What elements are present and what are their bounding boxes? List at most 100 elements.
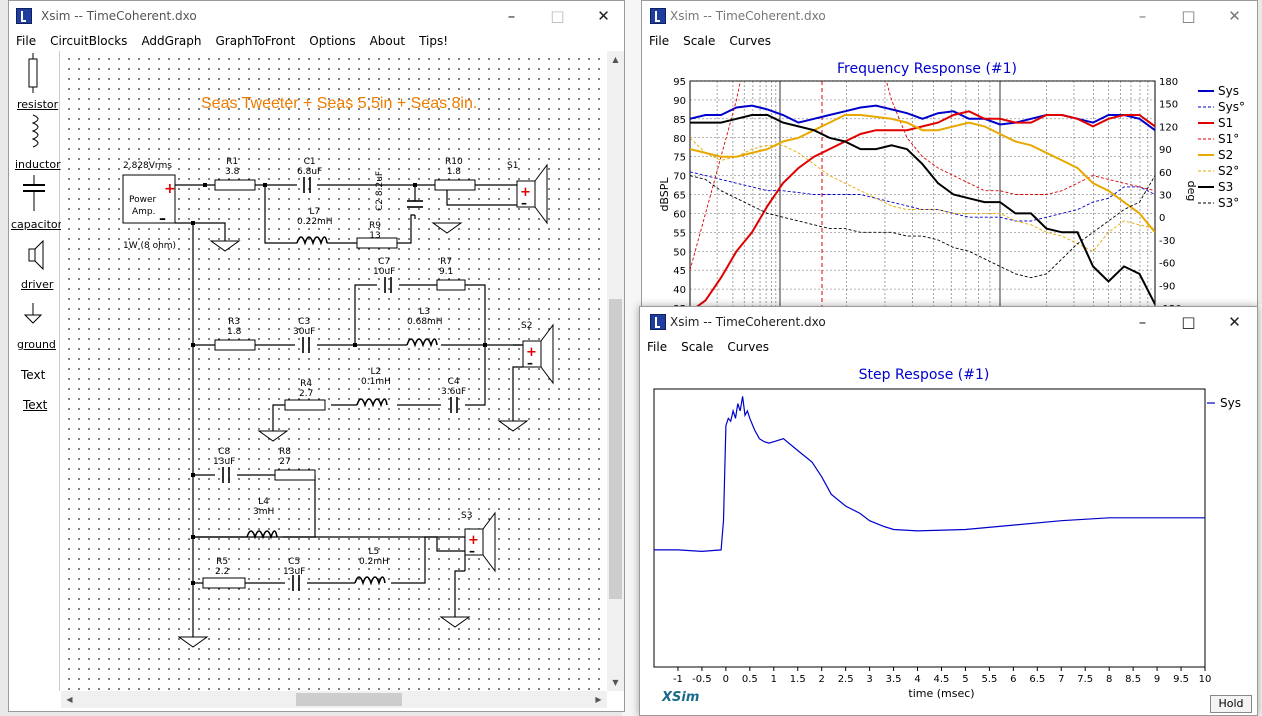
maximize-button[interactable]: □ bbox=[1181, 7, 1196, 25]
close-button[interactable]: ✕ bbox=[1228, 7, 1241, 25]
capacitors[interactable] bbox=[222, 177, 458, 591]
schematic-title[interactable]: Seas Tweeter + Seas 5.5in + Seas 8in. bbox=[201, 95, 478, 112]
step-menubar: File Scale Curves bbox=[640, 337, 1257, 357]
palette-inductor-label[interactable]: inductor bbox=[15, 158, 61, 171]
palette-text-label[interactable]: Text bbox=[23, 398, 48, 412]
c2-label[interactable]: C2 8.2uF bbox=[375, 170, 385, 211]
scroll-right-arrow[interactable]: ▶ bbox=[595, 695, 602, 704]
schematic-canvas[interactable]: Seas Tweeter + Seas 5.5in + Seas 8in. + … bbox=[61, 51, 607, 691]
step-window-titlebar[interactable]: Xsim -- TimeCoherent.dxo – □ ✕ bbox=[640, 307, 1257, 337]
menu-addgraph[interactable]: AddGraph bbox=[141, 34, 202, 48]
driver-s2[interactable]: + – bbox=[522, 323, 554, 385]
close-button[interactable]: ✕ bbox=[1228, 313, 1241, 331]
frequency-response-plot[interactable]: Frequency Response (#1)95908580757065605… bbox=[642, 51, 1258, 312]
freq-window-titlebar[interactable]: Xsim -- TimeCoherent.dxo – □ ✕ bbox=[642, 1, 1257, 31]
palette-capacitor-label[interactable]: capacitor bbox=[11, 218, 63, 231]
scroll-down-arrow[interactable]: ▼ bbox=[612, 678, 619, 687]
step-x-tick-label: 5.5 bbox=[981, 674, 997, 685]
driver-s1[interactable]: + – bbox=[516, 163, 548, 225]
step-x-tick-label: 3.5 bbox=[886, 674, 902, 685]
menu-curves[interactable]: Curves bbox=[729, 34, 772, 48]
hold-button[interactable]: Hold bbox=[1210, 695, 1252, 713]
driver-s3[interactable]: + – bbox=[464, 511, 496, 573]
xsim-app-icon bbox=[650, 314, 666, 330]
s3-label: S3 bbox=[461, 511, 473, 521]
vertical-scroll-thumb[interactable] bbox=[609, 299, 622, 599]
step-x-tick-label: 8 bbox=[1106, 674, 1112, 685]
scroll-left-arrow[interactable]: ◀ bbox=[66, 695, 73, 704]
horizontal-scrollbar[interactable]: ◀ ▶ bbox=[61, 691, 607, 708]
freq-legend-label: S2° bbox=[1218, 164, 1239, 178]
vertical-scrollbar[interactable]: ▲ ▼ bbox=[607, 51, 624, 691]
capacitor-palette-icon[interactable] bbox=[23, 175, 45, 211]
resistor-palette-icon[interactable] bbox=[28, 53, 38, 93]
menu-file[interactable]: File bbox=[647, 340, 668, 354]
inductor-palette-icon[interactable] bbox=[31, 114, 39, 148]
freq-y-tick-label: 60 bbox=[673, 209, 686, 220]
palette-text-tool[interactable]: Text bbox=[21, 368, 46, 382]
ground-symbols[interactable] bbox=[177, 222, 529, 648]
circuit-window: Xsim -- TimeCoherent.dxo – □ ✕ File Circu… bbox=[8, 0, 625, 712]
menu-scale[interactable]: Scale bbox=[683, 34, 716, 48]
freq-series-s1 bbox=[693, 110, 1155, 308]
menu-circuitblocks[interactable]: CircuitBlocks bbox=[50, 34, 128, 48]
source-power-label: 1W (8 ohm) bbox=[123, 241, 177, 251]
power-amp-source[interactable]: + – bbox=[122, 174, 176, 227]
menu-scale[interactable]: Scale bbox=[681, 340, 714, 354]
menu-tips[interactable]: Tips! bbox=[419, 34, 449, 48]
palette-ground-label[interactable]: ground bbox=[17, 338, 56, 351]
ground-palette-icon[interactable] bbox=[23, 303, 43, 324]
menu-curves[interactable]: Curves bbox=[727, 340, 770, 354]
minimize-button[interactable]: – bbox=[1138, 7, 1147, 25]
freq-series-s3 bbox=[690, 114, 1155, 305]
close-button[interactable]: ✕ bbox=[597, 7, 610, 25]
freq-legend-label: S1 bbox=[1218, 116, 1233, 130]
horizontal-scroll-thumb[interactable] bbox=[296, 693, 402, 706]
inductors[interactable] bbox=[246, 236, 438, 586]
s2-label: S2 bbox=[521, 321, 533, 331]
palette-driver-label[interactable]: driver bbox=[21, 278, 54, 291]
maximize-button[interactable]: □ bbox=[1181, 313, 1196, 331]
menu-file[interactable]: File bbox=[16, 34, 37, 48]
freq-y2-tick-label: 0 bbox=[1159, 213, 1165, 224]
freq-y2-tick-label: -30 bbox=[1159, 236, 1175, 247]
minimize-button[interactable]: – bbox=[1138, 313, 1147, 331]
driver-palette-icon[interactable] bbox=[28, 239, 44, 271]
minimize-button[interactable]: – bbox=[507, 7, 516, 25]
scroll-up-arrow[interactable]: ▲ bbox=[612, 55, 619, 64]
freq-y-tick-label: 45 bbox=[673, 266, 686, 277]
menu-file[interactable]: File bbox=[649, 34, 670, 48]
circuit-window-titlebar[interactable]: Xsim -- TimeCoherent.dxo – □ ✕ bbox=[9, 1, 624, 31]
resistors[interactable] bbox=[202, 179, 476, 589]
menu-graphtofront[interactable]: GraphToFront bbox=[215, 34, 296, 48]
step-response-window: Xsim -- TimeCoherent.dxo – □ ✕ File Scale… bbox=[639, 306, 1258, 716]
menu-options[interactable]: Options bbox=[309, 34, 356, 48]
step-x-tick-label: 2.5 bbox=[838, 674, 854, 685]
menu-about[interactable]: About bbox=[369, 34, 406, 48]
maximize-button[interactable]: □ bbox=[550, 7, 565, 25]
palette-resistor-label[interactable]: resistor bbox=[17, 98, 59, 111]
svg-text:+: + bbox=[468, 533, 479, 548]
